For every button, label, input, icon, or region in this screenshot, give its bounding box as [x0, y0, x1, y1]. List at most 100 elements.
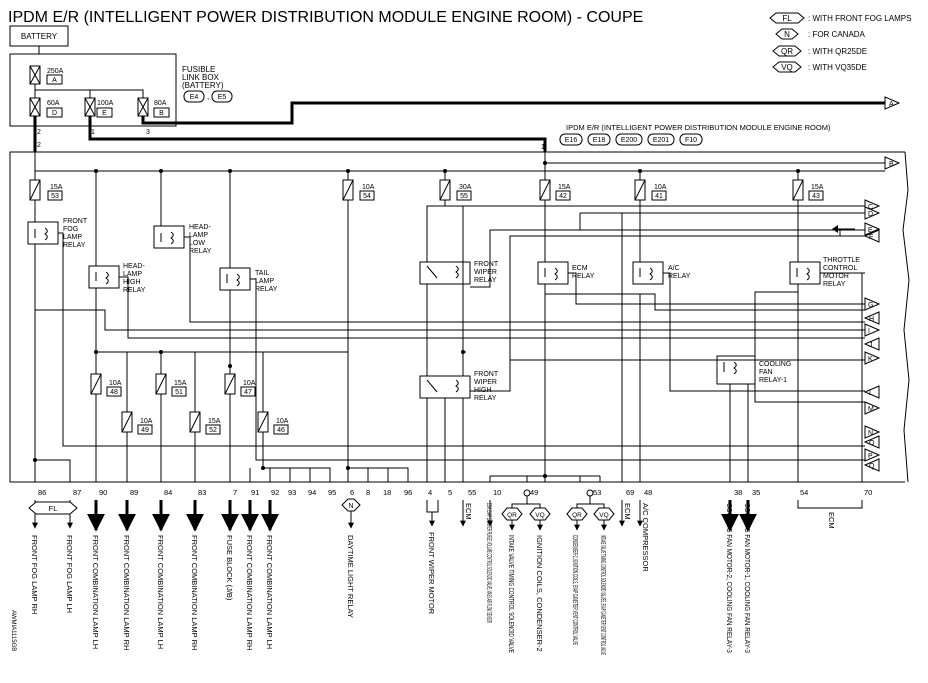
svg-text:41: 41 — [655, 193, 663, 200]
svg-text:RELAY: RELAY — [668, 273, 691, 280]
svg-text:1: 1 — [541, 144, 545, 151]
svg-text:CONDENSER-2, IGNITION COILS, E: CONDENSER-2, IGNITION COILS, EVAP CANIST… — [571, 535, 580, 645]
svg-text:100A: 100A — [97, 100, 114, 107]
svg-text:: WITH FRONT FOG LAMPS: : WITH FRONT FOG LAMPS — [808, 14, 911, 23]
svg-text:ECM: ECM — [572, 265, 588, 272]
svg-text:54: 54 — [363, 193, 371, 200]
fuse-41: 10A 41 — [634, 171, 667, 201]
svg-text:48: 48 — [644, 488, 652, 497]
svg-text:FRONT WIPER MOTOR: FRONT WIPER MOTOR — [427, 532, 436, 615]
fuse-51: 15A 51 — [155, 352, 187, 397]
svg-text:51: 51 — [175, 389, 183, 396]
svg-text:60A: 60A — [47, 100, 60, 107]
svg-text:E: E — [868, 227, 873, 234]
svg-text:54: 54 — [800, 488, 808, 497]
svg-text:: FOR CANADA: : FOR CANADA — [808, 30, 866, 39]
svg-text:42: 42 — [559, 193, 567, 200]
svg-text:FL: FL — [49, 504, 58, 513]
svg-text:COOLING FAN MOTOR-1, COOLING F: COOLING FAN MOTOR-1, COOLING FAN RELAY-3 — [743, 503, 752, 653]
svg-text:LOW: LOW — [189, 240, 205, 247]
svg-text:10A: 10A — [140, 418, 153, 425]
svg-text:K: K — [868, 356, 873, 363]
svg-text:FRONT COMBINATION LAMP LH: FRONT COMBINATION LAMP LH — [265, 535, 274, 649]
connector-ref-f: F — [863, 229, 880, 243]
svg-text:49: 49 — [530, 488, 538, 497]
ipdm-connector-e18: E18 — [587, 133, 611, 146]
svg-text:G: G — [868, 302, 873, 309]
headlamp-high-relay: HEAD- LAMP HIGH RELAY — [88, 171, 146, 294]
svg-text:HEAD-: HEAD- — [123, 263, 145, 270]
svg-text:55: 55 — [468, 488, 476, 497]
svg-text:3: 3 — [146, 129, 150, 136]
svg-text:QR: QR — [507, 512, 517, 519]
ipdm-label: IPDM E/R (INTELLIGENT POWER DISTRIBUTION… — [559, 123, 831, 146]
svg-text:15A: 15A — [50, 184, 63, 191]
svg-text:89: 89 — [130, 488, 138, 497]
svg-text:FRONT: FRONT — [63, 218, 88, 225]
svg-text:70: 70 — [864, 488, 872, 497]
connector-ref-k: K — [864, 351, 881, 365]
svg-text:WIPER: WIPER — [474, 379, 497, 386]
connector-e4: E4 — [183, 90, 205, 103]
svg-text:CONTROL: CONTROL — [823, 265, 857, 272]
svg-text:A/C: A/C — [668, 265, 680, 272]
svg-text:93: 93 — [288, 488, 296, 497]
connector-ref-o: O — [863, 435, 880, 449]
svg-text:HIGH: HIGH — [123, 279, 141, 286]
connector-ref-e: E — [864, 222, 881, 236]
option-tag-vq-2: VQ — [593, 507, 615, 521]
fuse-54: 10A 54 — [342, 171, 375, 201]
svg-text:RELAY: RELAY — [572, 273, 595, 280]
connector-ref-q: Q — [863, 458, 880, 472]
svg-text:E201: E201 — [653, 137, 669, 144]
svg-text:10A: 10A — [276, 418, 289, 425]
legend: FL : WITH FRONT FOG LAMPS N : FOR CANADA… — [769, 12, 911, 73]
svg-text:C: C — [868, 204, 873, 211]
svg-text:43: 43 — [812, 193, 820, 200]
svg-text:FRONT FOG LAMP LH: FRONT FOG LAMP LH — [65, 535, 74, 613]
output-wiring — [34, 200, 863, 482]
svg-text:7: 7 — [233, 488, 237, 497]
svg-text:53: 53 — [51, 193, 59, 200]
svg-text:30A: 30A — [459, 184, 472, 191]
svg-text:FRONT COMBINATION LAMP RH: FRONT COMBINATION LAMP RH — [190, 535, 199, 650]
legend-item-qr: QR : WITH QR25DE — [772, 45, 867, 57]
svg-text:15A: 15A — [558, 184, 571, 191]
svg-text:THROTTLE: THROTTLE — [823, 257, 860, 264]
svg-text:5: 5 — [448, 488, 452, 497]
svg-text:IPDM E/R (INTELLIGENT POWER DI: IPDM E/R (INTELLIGENT POWER DISTRIBUTION… — [566, 123, 831, 132]
svg-text:86: 86 — [38, 488, 46, 497]
svg-text:E: E — [102, 110, 107, 117]
svg-text:E16: E16 — [565, 137, 578, 144]
svg-text:RELAY: RELAY — [255, 286, 278, 293]
svg-text:47: 47 — [244, 389, 252, 396]
svg-text:MOTOR: MOTOR — [823, 273, 849, 280]
connector-ref-p: P — [864, 448, 881, 462]
svg-text:10: 10 — [493, 488, 501, 497]
legend-item-fl: FL : WITH FRONT FOG LAMPS — [769, 12, 911, 24]
svg-text:55: 55 — [460, 193, 468, 200]
diagram-title: IPDM E/R (INTELLIGENT POWER DISTRIBUTION… — [8, 9, 643, 26]
svg-text:A/C COMPRESSOR: A/C COMPRESSOR — [641, 503, 650, 572]
fusible-link-60a: 60A D — [29, 97, 63, 118]
svg-text:FRONT COMBINATION LAMP LH: FRONT COMBINATION LAMP LH — [156, 535, 165, 649]
connector-ref-i: I — [864, 323, 881, 337]
fusible-link-80a: 80A B — [137, 97, 170, 118]
svg-text:84: 84 — [164, 488, 172, 497]
svg-text:46: 46 — [277, 427, 285, 434]
svg-text:ECM: ECM — [464, 503, 473, 520]
svg-text:VQ: VQ — [535, 512, 544, 519]
fuse-42: 15A 42 — [539, 163, 571, 201]
svg-text:TAIL: TAIL — [255, 270, 269, 277]
svg-text:ECM: ECM — [623, 503, 632, 520]
option-tag-qr-1: QR — [501, 496, 541, 521]
output-arrows — [32, 500, 863, 530]
headlamp-low-relay: HEAD- LAMP LOW RELAY — [153, 171, 212, 255]
ipdm-connector-e200: E200 — [615, 133, 643, 146]
svg-text:D: D — [52, 110, 57, 117]
svg-text:15A: 15A — [811, 184, 824, 191]
fusible-link-250a: 250A A — [29, 65, 64, 85]
svg-text:FRONT COMBINATION LAMP RH: FRONT COMBINATION LAMP RH — [122, 535, 131, 650]
svg-text:FRONT: FRONT — [474, 371, 499, 378]
